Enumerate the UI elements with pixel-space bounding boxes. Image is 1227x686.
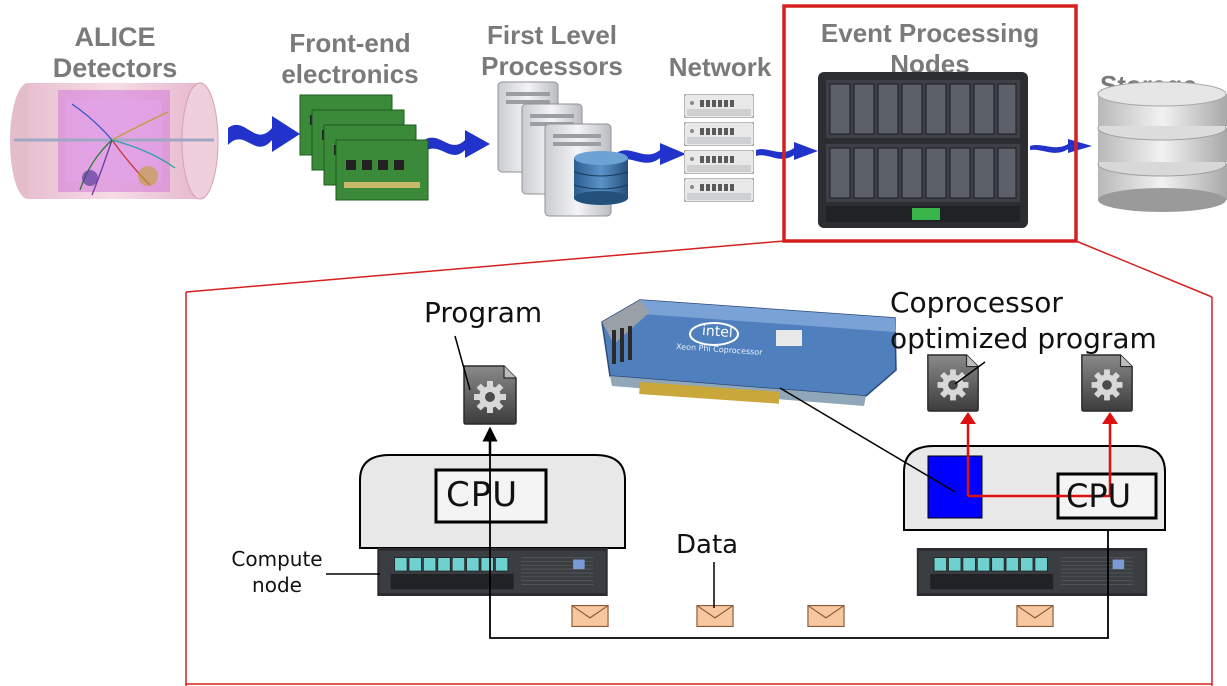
network-switches-image <box>684 94 754 202</box>
data-envelope-2 <box>696 604 734 628</box>
cpu-box-left <box>434 468 548 524</box>
front-end-boards-image <box>299 94 429 201</box>
red-arrowhead-right <box>1102 412 1118 424</box>
flow-arrow-3 <box>618 143 686 165</box>
cpu-label-right: CPU <box>1066 477 1132 515</box>
program-pointer-line <box>454 335 471 391</box>
first-level-processors-image <box>497 81 629 217</box>
storage-image <box>1097 81 1227 212</box>
compute-node-label: Compute node <box>231 547 323 597</box>
event-processing-highlight-box <box>782 4 1078 243</box>
zoom-line-left <box>185 240 785 293</box>
card-brand-text: intel <box>701 322 734 342</box>
red-arrowhead-left <box>960 412 976 424</box>
zoom-line-right <box>1075 240 1213 298</box>
program-label: Program <box>424 296 543 329</box>
detail-frame <box>185 292 1213 686</box>
data-envelope-1 <box>571 604 609 628</box>
optimized-program-gear-icon <box>1081 354 1133 412</box>
coprocessor-block <box>927 455 983 519</box>
alice-detector-image <box>10 82 219 200</box>
card-to-coprocessor-line <box>779 387 956 493</box>
network-wire <box>489 530 1109 639</box>
data-envelope-3 <box>807 604 845 628</box>
data-label: Data <box>676 530 739 560</box>
xeon-phi-card-image <box>601 299 897 406</box>
flow-arrow-4 <box>756 142 818 160</box>
stage-title-network: Network <box>668 52 772 82</box>
compute-node-server-right <box>916 548 1148 596</box>
flow-arrow-1 <box>228 116 300 152</box>
coprocessor-label: Coprocessor optimized program <box>890 286 1157 355</box>
event-processing-nodes-image <box>818 72 1028 228</box>
program-gear-icon <box>463 365 517 425</box>
compute-node-server-left <box>376 548 609 596</box>
cpu-label-left: CPU <box>446 475 519 515</box>
coprocessor-program-gear-icon <box>927 354 979 412</box>
flow-arrow-5 <box>1030 139 1092 153</box>
coprocessor-pointer-line <box>954 361 986 385</box>
data-envelope-4 <box>1016 604 1054 628</box>
flow-arrow-2 <box>424 130 490 158</box>
red-connection-arrows <box>966 422 1112 498</box>
